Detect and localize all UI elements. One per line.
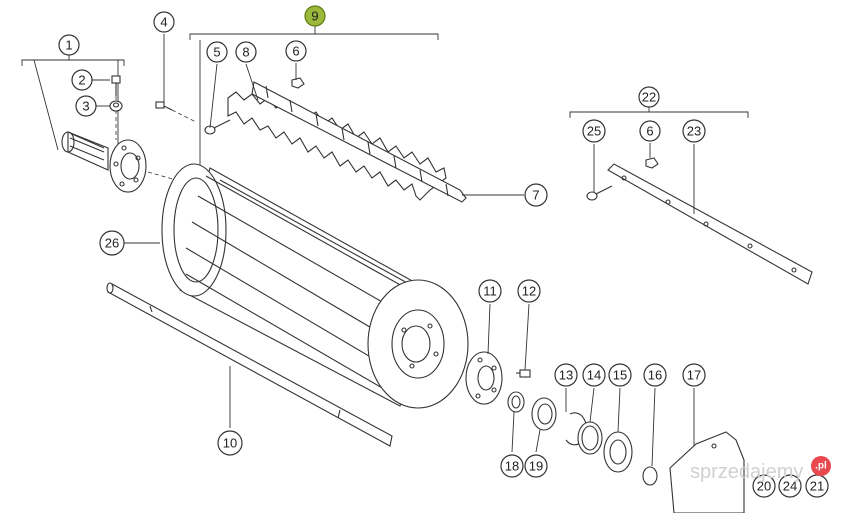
svg-text:18: 18 (505, 459, 519, 474)
svg-text:12: 12 (522, 284, 536, 299)
callout-11: 11 (478, 279, 502, 303)
callout-1: 1 (58, 34, 80, 56)
bolt-part-12 (516, 369, 531, 378)
strip-part-23 (607, 163, 813, 285)
svg-text:19: 19 (529, 459, 543, 474)
ring-part-14 (577, 421, 603, 455)
callout-4: 4 (153, 11, 175, 33)
callout-17: 17 (682, 363, 706, 387)
callout-22: 22 (638, 86, 660, 108)
callout-16: 16 (643, 363, 667, 387)
svg-text:21: 21 (810, 479, 824, 494)
svg-text:6: 6 (292, 44, 299, 59)
callout-9: 9 (304, 5, 326, 27)
callout-13: 13 (554, 363, 578, 387)
washer-part-3 (109, 100, 123, 112)
callout-14: 14 (582, 363, 606, 387)
leader-lines (80, 34, 695, 467)
o-ring-part-16 (642, 466, 658, 486)
ring-part-18 (507, 391, 525, 413)
nut-part-6b (645, 157, 659, 169)
svg-text:sprzedajemy: sprzedajemy (690, 461, 803, 483)
svg-text:3: 3 (82, 99, 89, 114)
shaft-part-10 (106, 282, 393, 447)
svg-text:11: 11 (483, 284, 497, 299)
callout-21: 21 (805, 474, 829, 498)
shaft-hub-part (61, 131, 147, 193)
svg-text:10: 10 (223, 436, 237, 451)
callout-25: 25 (582, 119, 606, 143)
bolt-part-4 (155, 101, 197, 123)
callout-18: 18 (500, 454, 524, 478)
svg-text:2: 2 (78, 73, 85, 88)
svg-text:20: 20 (757, 479, 771, 494)
callout-24: 24 (778, 474, 802, 498)
svg-text:15: 15 (613, 368, 627, 383)
callout-10: 10 (217, 430, 243, 456)
callout-12: 12 (517, 279, 541, 303)
svg-text:.pl: .pl (815, 461, 827, 472)
svg-text:16: 16 (648, 368, 662, 383)
bolt-part-25 (586, 185, 613, 201)
svg-text:24: 24 (783, 479, 797, 494)
svg-text:9: 9 (311, 9, 318, 24)
svg-text:4: 4 (160, 15, 167, 30)
knife-holder-part-7 (251, 81, 467, 203)
svg-text:1: 1 (65, 38, 72, 53)
svg-text:8: 8 (242, 45, 249, 60)
nut-part-6 (291, 77, 305, 89)
callout-7: 7 (524, 183, 548, 207)
callout-26: 26 (99, 230, 125, 256)
svg-text:22: 22 (642, 90, 656, 105)
bearing-part-19 (531, 397, 557, 431)
svg-text:7: 7 (532, 188, 539, 203)
svg-text:13: 13 (559, 368, 573, 383)
screw-part-5 (204, 119, 231, 135)
callout-6-second: 6 (639, 120, 661, 142)
group-bracket-22 (569, 106, 749, 118)
callout-15: 15 (608, 363, 632, 387)
callout-6: 6 (285, 40, 307, 62)
svg-text:26: 26 (105, 236, 119, 251)
svg-text:5: 5 (213, 45, 220, 60)
callout-20: 20 (752, 474, 776, 498)
callout-2: 2 (71, 69, 93, 91)
callout-8: 8 (235, 41, 257, 63)
svg-text:17: 17 (687, 368, 701, 383)
group-bracket-9 (189, 26, 439, 168)
callout-5: 5 (206, 41, 228, 63)
svg-text:25: 25 (587, 124, 601, 139)
watermark-logo: sprzedajemy .pl (690, 456, 831, 483)
svg-text:6: 6 (646, 124, 653, 139)
callout-19: 19 (524, 454, 548, 478)
callout-3: 3 (75, 95, 97, 117)
svg-text:23: 23 (687, 124, 701, 139)
serrated-knife-part-8 (227, 91, 447, 201)
drum-part-26 (161, 163, 469, 409)
callout-23: 23 (682, 119, 706, 143)
plate-part-17 (669, 431, 745, 513)
flange-part-11 (465, 351, 503, 405)
svg-text:14: 14 (587, 368, 601, 383)
seal-part-15 (603, 431, 633, 473)
